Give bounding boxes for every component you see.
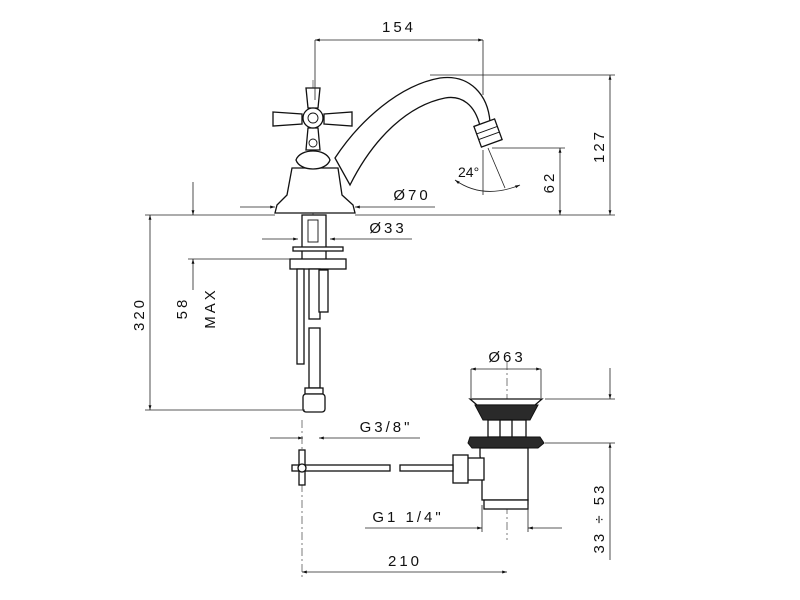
dimension-hose-thread: G3/8" <box>270 419 420 440</box>
dim-62: 62 <box>541 171 558 194</box>
dim-320: 320 <box>131 297 148 331</box>
dimension-spout-reach: 154 <box>314 19 484 100</box>
dim-33-53: 33 ÷ 53 <box>591 483 608 554</box>
dim-210: 210 <box>388 553 422 570</box>
dim-g114: G1 1/4" <box>372 509 443 526</box>
dimension-waste-cap: Ø63 <box>470 349 542 398</box>
aerator <box>473 118 503 148</box>
dimension-spray-angle: 24° <box>454 147 521 195</box>
dimension-base-diameter: Ø70 <box>240 187 435 209</box>
dim-24-deg: 24° <box>458 164 479 180</box>
dimension-waste-thread: G1 1/4" <box>365 505 562 532</box>
dim-g38: G3/8" <box>360 419 413 436</box>
shank-and-hoses <box>289 214 347 413</box>
pop-up-waste <box>291 398 545 510</box>
dimension-waste-range: 33 ÷ 53 <box>545 368 615 560</box>
faucet-body <box>272 76 503 214</box>
dim-154: 154 <box>382 19 416 36</box>
cross-handle <box>272 87 353 151</box>
dimension-deck-thickness: 58 MAX <box>174 182 290 329</box>
dim-d63: Ø63 <box>488 349 525 366</box>
dimension-total-height: 127 <box>355 74 615 216</box>
dimension-lever-length: 210 <box>302 553 507 574</box>
dimension-spout-height: 62 <box>492 147 565 215</box>
dim-d33: Ø33 <box>369 220 406 237</box>
dim-127: 127 <box>591 129 608 163</box>
dimension-shank-diameter: Ø33 <box>262 220 412 241</box>
dim-d70: Ø70 <box>393 187 430 204</box>
dim-58: 58 <box>174 297 191 320</box>
dim-max-note: MAX <box>202 287 219 329</box>
dimension-hose-length: 320 <box>131 214 305 411</box>
centerlines <box>301 80 508 580</box>
